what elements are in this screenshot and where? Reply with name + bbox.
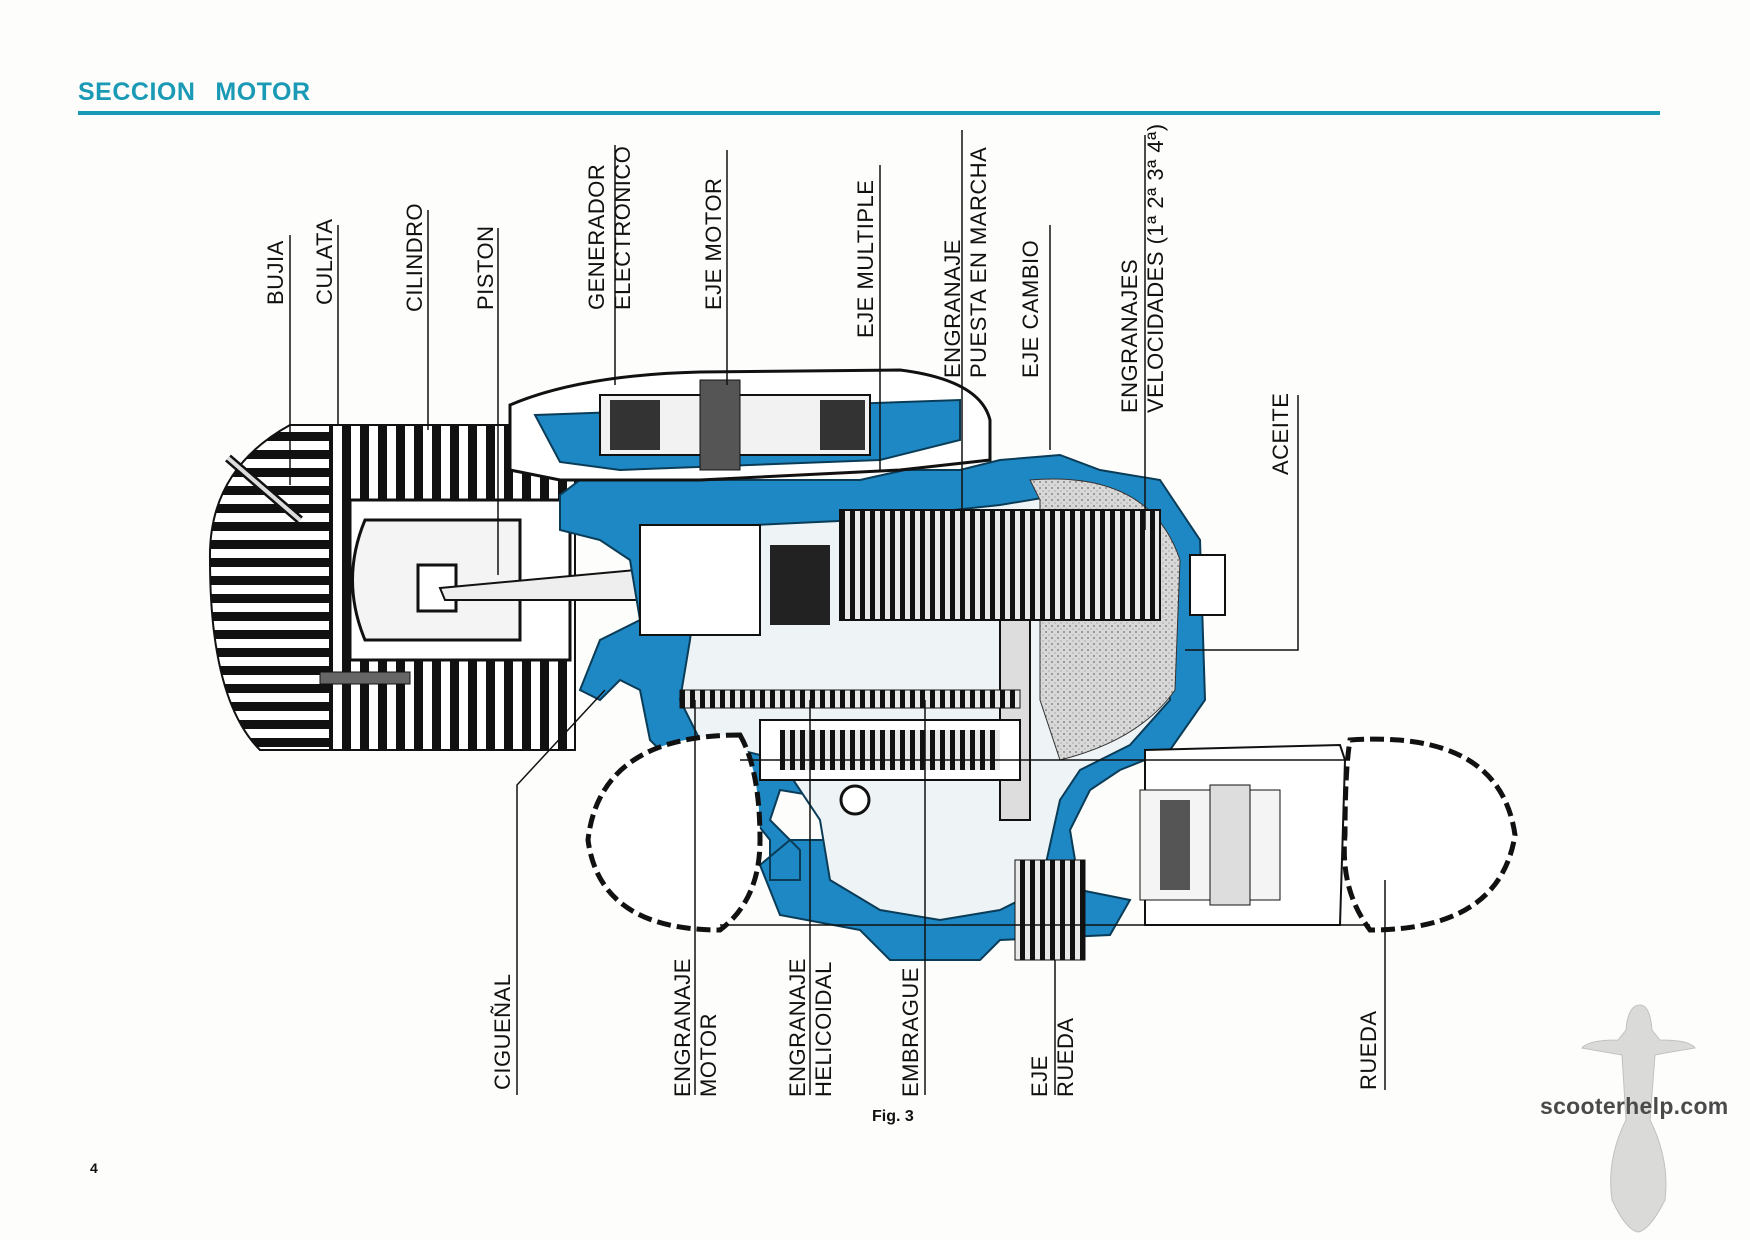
section-header: SECCION MOTOR [78, 78, 311, 107]
page-number: 4 [90, 1160, 98, 1176]
watermark-text: scooterhelp.com [1540, 1093, 1729, 1119]
leader-lines [289, 130, 1386, 1095]
section-header-word2: MOTOR [215, 78, 311, 106]
wheel-rims [585, 732, 1518, 933]
cylinder-head [208, 424, 702, 751]
figure-caption: Fig. 3 [872, 1108, 914, 1125]
header-rule [78, 111, 1660, 115]
crankcase [508, 368, 1347, 961]
section-header-word1: SECCION [78, 78, 196, 106]
